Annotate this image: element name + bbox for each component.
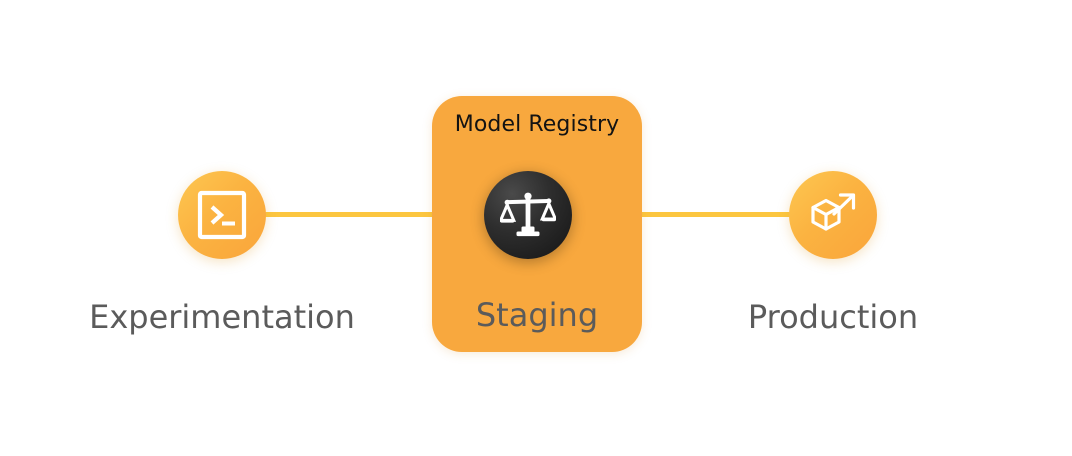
connector-experimentation-to-staging [262, 212, 440, 217]
stage-label-staging: Staging [475, 296, 599, 334]
stage-node-experimentation[interactable] [178, 171, 266, 259]
scales-balance-icon [500, 188, 556, 242]
model-registry-title: Model Registry [454, 112, 620, 137]
stage-node-model-registry[interactable] [484, 171, 572, 259]
connector-staging-to-production [636, 212, 796, 217]
stage-card-staging[interactable]: Model Registry Staging [432, 96, 642, 352]
stage-label-experimentation: Experimentation [89, 298, 355, 336]
cube-deploy-icon [806, 188, 860, 242]
stage-node-production[interactable] [789, 171, 877, 259]
terminal-icon [197, 190, 247, 240]
stage-label-production: Production [747, 298, 919, 336]
